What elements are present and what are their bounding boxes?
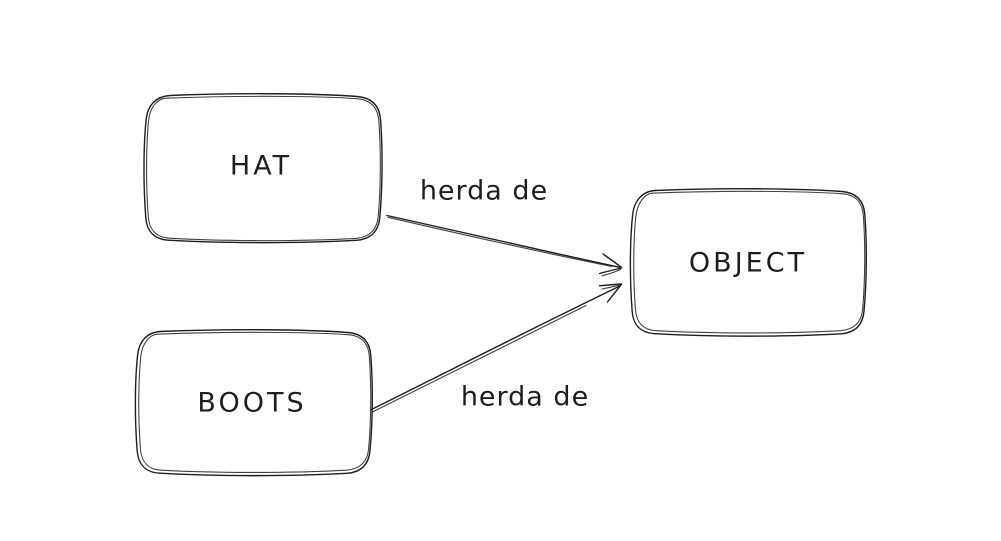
object-node-shape[interactable] xyxy=(629,188,867,337)
object-node-label[interactable]: OBJECT xyxy=(688,247,808,279)
boots-to-object-edge-label[interactable]: herda de xyxy=(460,381,590,413)
hat-to-object-arrow[interactable] xyxy=(386,214,623,277)
hat-node-shape[interactable] xyxy=(143,93,383,244)
boots-node-shape[interactable] xyxy=(134,329,373,477)
hat-node-label[interactable]: HAT xyxy=(229,150,293,182)
hat-to-object-edge-label[interactable]: herda de xyxy=(419,175,549,207)
boots-node-label[interactable]: BOOTS xyxy=(197,387,307,419)
boots-to-object-arrow[interactable] xyxy=(370,283,623,413)
